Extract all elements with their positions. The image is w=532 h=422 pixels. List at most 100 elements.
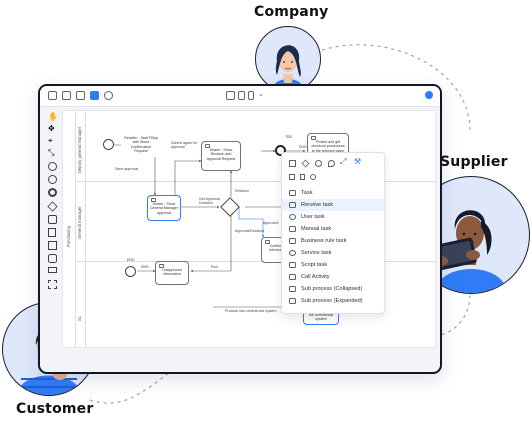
chevron-down-icon[interactable]: ⌄ [258, 91, 264, 98]
connect-tool-icon[interactable]: ⤡ [48, 148, 55, 157]
popup-item-label: Service task [301, 250, 332, 256]
start-event[interactable] [103, 139, 114, 150]
mobile-view-icon[interactable] [248, 91, 254, 100]
lane-header-column [75, 111, 86, 347]
popup-item-service-task[interactable]: Service task [282, 247, 384, 259]
tablet-view-icon[interactable] [238, 91, 245, 100]
task-dealer-revision[interactable]: Dealer - Show Revision and Approval Requ… [201, 141, 241, 171]
circle-bold-shape-icon[interactable] [48, 188, 57, 197]
supplier-label: Supplier [440, 154, 508, 170]
rectangle-icon[interactable] [289, 160, 296, 167]
diamond-shape-icon[interactable] [47, 201, 58, 212]
hand-tool-icon[interactable]: ✋ [48, 112, 58, 121]
columns-icon[interactable] [289, 174, 295, 180]
popup-item-business-rule-task[interactable]: Business rule task [282, 235, 384, 247]
comment-icon[interactable] [310, 174, 316, 180]
call-icon [289, 274, 296, 280]
arrow-icon[interactable]: ⤢ [340, 157, 347, 166]
bpmn-editor-window: ⌄ ✋ ✥ ⌖ ⤡ Purchasing Deputy general mana… [38, 84, 442, 374]
company-label: Company [254, 4, 329, 20]
task-unapproved-info[interactable]: Unapproved information [155, 261, 189, 285]
lasso-tool-icon[interactable]: ⌖ [48, 136, 53, 145]
rectangle-shape-icon[interactable] [48, 215, 57, 224]
document-shape-icon[interactable] [48, 228, 56, 237]
group-shape-icon[interactable] [48, 280, 57, 289]
storage-shape-icon[interactable] [48, 241, 57, 250]
popup-item-label: Business rule task [301, 238, 347, 244]
popup-item-sub-process-expanded[interactable]: Sub process (Expanded) [282, 295, 384, 307]
flow-label: Process into commercial system [225, 309, 277, 313]
end-event[interactable] [275, 145, 286, 156]
popup-item-label: Script task [301, 262, 328, 268]
user-task-icon [205, 144, 210, 148]
trash-icon[interactable] [300, 174, 305, 180]
pool-shape-icon[interactable] [48, 267, 57, 273]
lane-divider [75, 261, 435, 262]
database-shape-icon[interactable] [48, 254, 57, 263]
popup-item-label: Task [301, 190, 313, 196]
task-label: Reseller - Start Fillup with Stone Confi… [124, 136, 158, 154]
table-icon[interactable] [62, 91, 71, 100]
wrench-icon[interactable]: ⚒ [354, 157, 362, 166]
circle-icon[interactable] [315, 160, 322, 167]
flow-label: Get Approval Decision [199, 197, 220, 206]
element-type-popup: ⤢ ⚒ Task Receive task User task Manual t… [281, 152, 385, 314]
subprocess-expanded-icon [289, 298, 296, 304]
user-task-icon [311, 136, 316, 140]
popup-item-label: Manual task [301, 226, 332, 232]
popup-item-label: Call Activity [301, 274, 330, 280]
flow-label: Approval/Decision [235, 229, 264, 233]
circle-thick-shape-icon[interactable] [48, 175, 57, 184]
list-icon[interactable] [76, 91, 85, 100]
envelope-icon [265, 240, 270, 244]
popup-item-task[interactable]: Task [282, 187, 384, 199]
task-label: Dealer - Show General Manager approval [150, 202, 178, 215]
task-label: Confirmed information [269, 244, 287, 253]
grid-icon[interactable] [48, 91, 57, 100]
diamond-icon[interactable] [301, 159, 310, 168]
task-label: Unapproved information [162, 268, 182, 277]
flow-label: Submit again for approval [171, 141, 198, 150]
move-tool-icon[interactable]: ✥ [48, 124, 55, 133]
envelope-icon [159, 264, 164, 268]
task-dealer-gm-approval[interactable]: Dealer - Show General Manager approval [147, 195, 181, 221]
table-icon [289, 238, 296, 244]
popup-item-call-activity[interactable]: Call Activity [282, 271, 384, 283]
popup-item-receive-task[interactable]: Receive task [282, 199, 384, 211]
settings-icon[interactable] [104, 91, 113, 100]
popup-item-user-task[interactable]: User task [282, 211, 384, 223]
pool-header [63, 111, 76, 347]
popup-item-label: Sub process (Collapsed) [301, 286, 363, 292]
popup-item-sub-process-collapsed[interactable]: Sub process (Collapsed) [282, 283, 384, 295]
popup-item-label: User task [301, 214, 325, 220]
task-reseller-start[interactable]: Reseller - Start Fillup with Stone Confi… [121, 129, 161, 157]
flow-label: Red [211, 265, 218, 269]
shape-palette: ✋ ✥ ⌖ ⤡ [46, 112, 60, 302]
editor-toolbar: ⌄ [40, 86, 440, 107]
chat-icon[interactable] [328, 160, 335, 167]
popup-item-label: Receive task [301, 202, 334, 208]
lane-divider [75, 181, 435, 182]
gear-icon [289, 250, 296, 256]
popup-item-script-task[interactable]: Script task [282, 259, 384, 271]
user-icon [289, 214, 296, 220]
flow-label: Send approval [115, 167, 139, 171]
event-label: END [127, 258, 135, 262]
flow-label: Approved [263, 221, 279, 225]
hand-icon [289, 226, 296, 232]
woman-avatar-icon [272, 45, 304, 91]
script-icon [289, 262, 296, 268]
close-icon[interactable] [425, 91, 433, 99]
task-label: Dealer - Show Revision and Approval Requ… [206, 148, 236, 161]
desktop-view-icon[interactable] [226, 91, 235, 100]
flow-label: Revision [235, 189, 249, 193]
circle-shape-icon[interactable] [48, 162, 57, 171]
task-icon [289, 190, 296, 196]
diagram-icon[interactable] [90, 91, 99, 100]
popup-item-manual-task[interactable]: Manual task [282, 223, 384, 235]
customer-label: Customer [16, 401, 94, 417]
start-event[interactable] [125, 266, 136, 277]
company-avatar [255, 26, 321, 92]
event-label: TBD [285, 135, 293, 139]
